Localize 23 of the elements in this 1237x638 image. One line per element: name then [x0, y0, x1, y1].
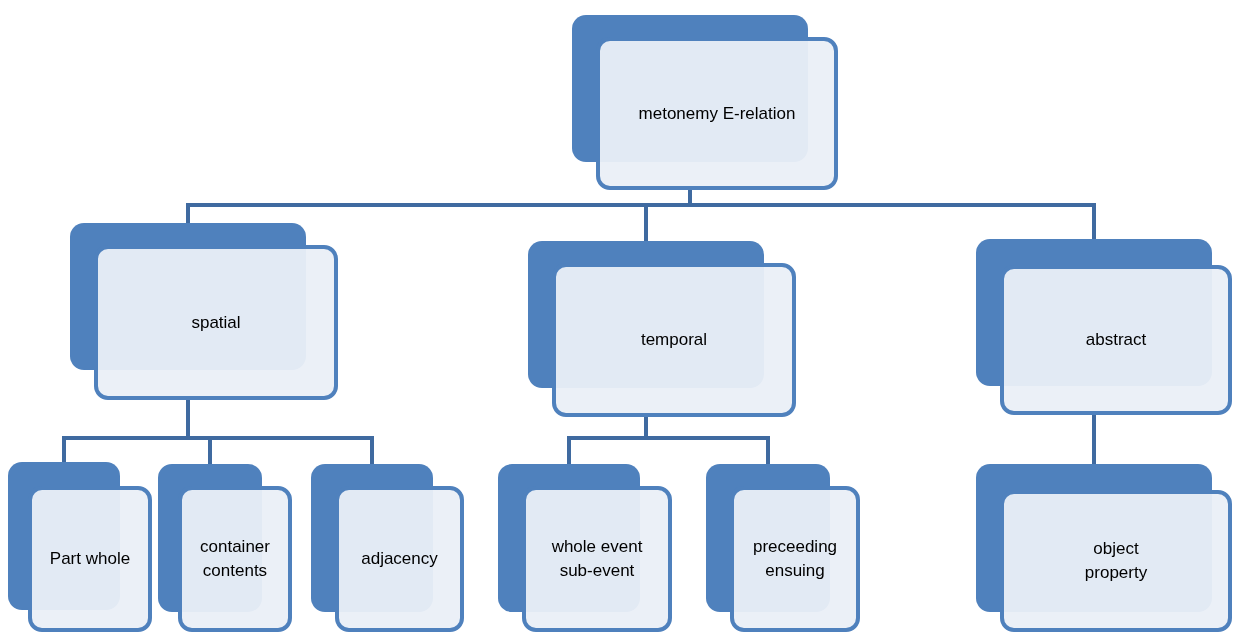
- stacked-box: [572, 15, 838, 190]
- stacked-box: [70, 223, 338, 400]
- node-label: spatial: [191, 311, 241, 334]
- stacked-box: [498, 464, 672, 632]
- node-label: adjacency: [361, 548, 438, 570]
- stacked-box: [976, 464, 1232, 632]
- node-label: object property: [1083, 538, 1149, 584]
- connector-line: [644, 417, 770, 464]
- connector-line: [1092, 415, 1096, 464]
- connector-line: [688, 190, 1096, 239]
- stacked-box: [158, 464, 292, 632]
- node-label: abstract: [1085, 329, 1147, 351]
- stacked-box: [311, 464, 464, 632]
- node-label: metonemy E-relation: [638, 102, 796, 125]
- node-label: Part whole: [49, 548, 131, 570]
- node-label: whole event sub-event: [550, 536, 644, 582]
- node-label: preceeding ensuing: [751, 536, 839, 582]
- stacked-box: [8, 462, 152, 632]
- stacked-box: [976, 239, 1232, 415]
- node-label: temporal: [640, 329, 708, 351]
- node-label: container contents: [199, 536, 271, 582]
- stacked-box: [528, 241, 796, 417]
- stacked-box: [706, 464, 860, 632]
